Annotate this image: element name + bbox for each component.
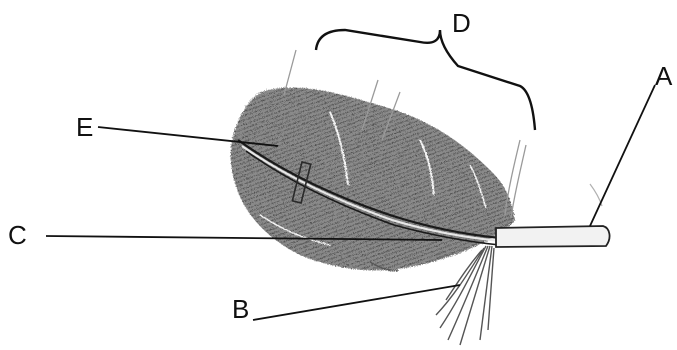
label-c: C	[8, 222, 27, 248]
label-d: D	[452, 10, 471, 36]
label-a-pointer	[590, 85, 655, 226]
label-a: A	[655, 63, 672, 89]
afterfeather-barbs	[436, 246, 494, 345]
feather-vane	[231, 88, 515, 271]
label-b: B	[232, 296, 249, 322]
label-b-pointer	[253, 285, 460, 320]
label-e: E	[76, 114, 93, 140]
